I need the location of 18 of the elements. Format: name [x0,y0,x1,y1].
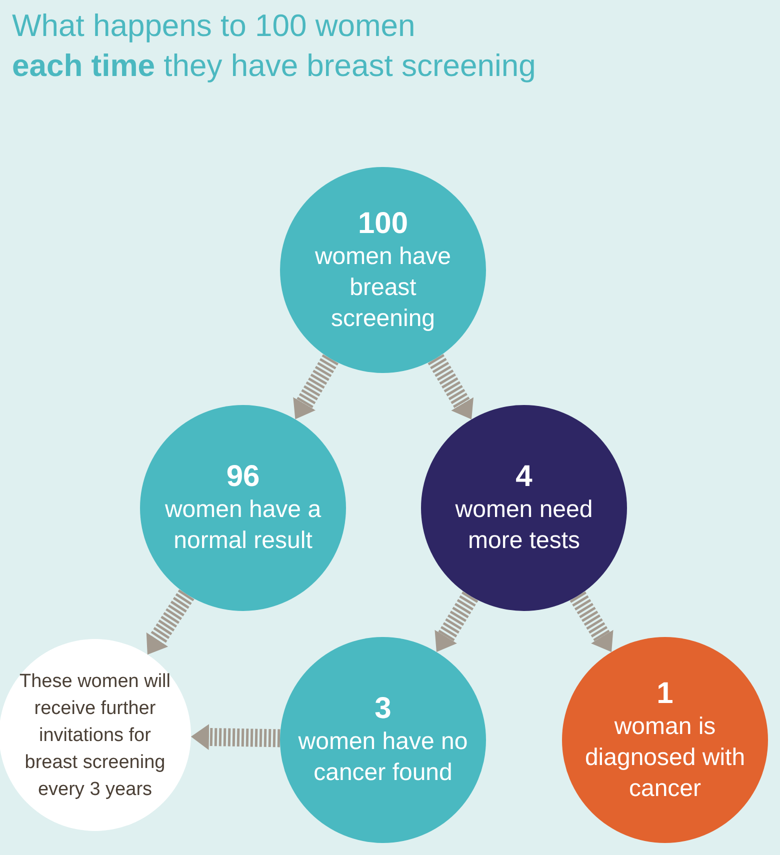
striped-arrow [146,589,194,655]
circle-text: women have a normal result [164,495,322,556]
title: What happens to 100 women each time they have breast screening [12,7,536,85]
count-number: 4 [516,460,532,494]
circle-text: woman is diagnosed with cancer [584,712,746,804]
count-number: 100 [358,206,408,240]
circle-text: women have no cancer found [297,727,469,788]
circle-text: women have breast screening [314,242,452,334]
count-number: 96 [226,460,260,494]
striped-arrow [428,354,474,420]
circle-text: women need more tests [454,495,594,556]
count-number: 1 [656,676,674,710]
striped-arrow [293,354,339,420]
striped-arrow [570,591,614,652]
circle-text: These women will receive further invitations for breast screening every 3 years [18,670,172,802]
striped-arrow [190,724,280,750]
count-number: 3 [374,692,392,726]
striped-arrow [434,591,478,652]
